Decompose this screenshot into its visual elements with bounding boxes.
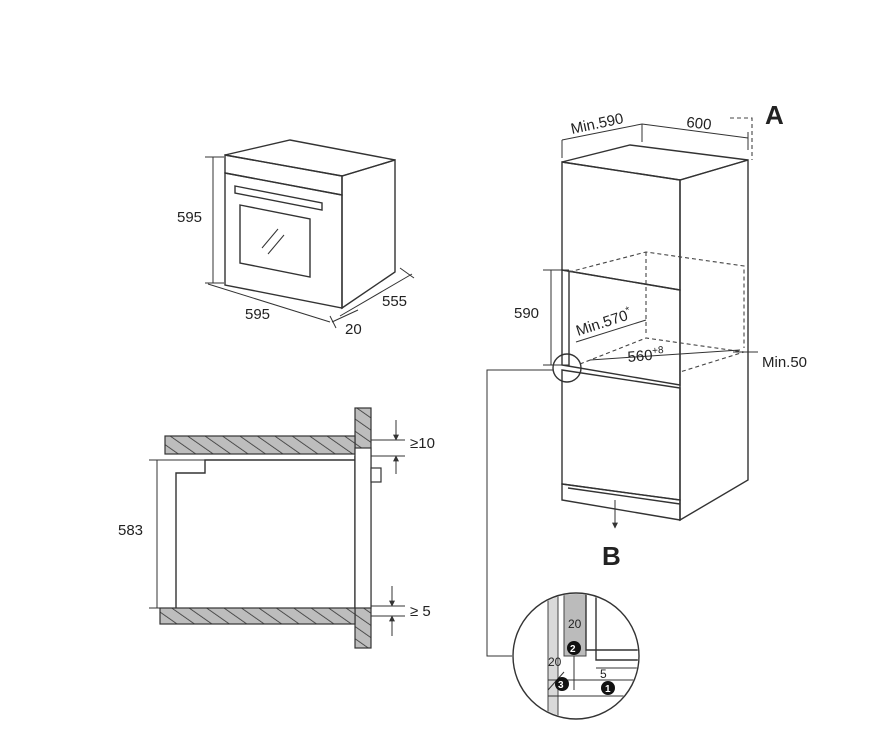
label-b: B [602,541,621,571]
detail-vertical-dim: 20 [568,617,582,631]
oven-front-label: 20 [345,321,362,338]
top-gap-label: ≥10 [410,435,435,452]
detail-side-dim: 20 [548,655,562,669]
min-depth-label: Min.590 [569,110,625,138]
bottom-gap-label: ≥ 5 [410,603,431,620]
label-a: A [765,100,784,130]
inner-width-label: 560+8 [627,345,665,366]
inner-width-tolerance: +8 [652,345,665,357]
marker-1: 1 [605,684,611,695]
detail-view [512,592,640,720]
section-height-label: 583 [118,522,143,539]
oven-3d-view [205,139,415,329]
min-inner-depth-value: Min.570 [574,307,630,340]
min-gap-label: Min.50 [762,354,807,371]
cabinet-view [486,117,758,657]
marker-2: 2 [570,644,576,655]
inner-width-value: 560 [627,347,653,366]
cabinet-width-label: 600 [686,114,713,134]
min-inner-depth-mark: * [624,305,631,317]
oven-height-label: 595 [177,209,202,226]
section-view [149,407,405,649]
marker-3: 3 [558,680,564,691]
oven-width-label: 595 [245,306,270,323]
min-inner-depth-label: Min.570* [574,305,634,340]
oven-depth-label: 555 [382,293,407,310]
detail-small-dim: 5 [600,667,607,681]
niche-height-label: 590 [514,305,539,322]
